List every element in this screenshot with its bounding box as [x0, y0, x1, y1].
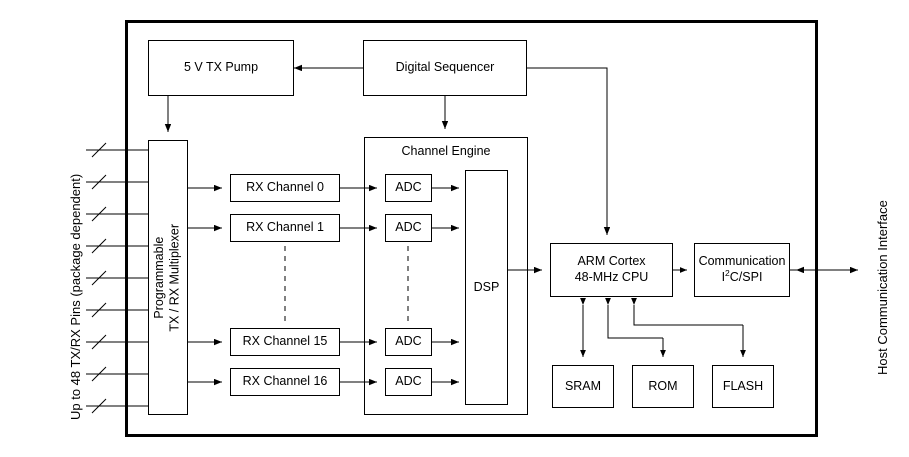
block-programmable-mux-label-line2: TX / RX Multiplexer	[168, 223, 182, 332]
block-adc-3-label: ADC	[395, 374, 422, 389]
block-adc-2-label: ADC	[395, 334, 422, 349]
block-adc-3[interactable]: ADC	[385, 368, 432, 396]
block-rom[interactable]: ROM	[632, 365, 694, 408]
block-flash[interactable]: FLASH	[712, 365, 774, 408]
block-rx-channel-1-label: RX Channel 1	[246, 220, 324, 235]
conn-cpu-to-flash-up	[631, 298, 743, 326]
block-digital-sequencer[interactable]: Digital Sequencer	[363, 40, 527, 96]
block-rx-channel-15[interactable]: RX Channel 15	[230, 328, 340, 356]
comm-protocol-i: I	[721, 270, 726, 284]
tx-rx-pin-lines	[86, 142, 148, 414]
block-arm-cortex-cpu-label-line2: 48-MHz CPU	[574, 270, 649, 284]
block-adc-0-label: ADC	[395, 180, 422, 195]
block-programmable-mux-label-line1: Programmable	[152, 236, 167, 319]
group-channel-engine-label: Channel Engine	[401, 144, 491, 158]
conn-cpu-to-rom-up	[605, 298, 663, 339]
chip-boundary	[125, 20, 818, 437]
block-adc-1[interactable]: ADC	[385, 214, 432, 242]
block-digital-sequencer-label: Digital Sequencer	[395, 60, 495, 75]
group-channel-engine	[364, 137, 528, 415]
block-tx-pump-label: 5 V TX Pump	[183, 60, 259, 75]
block-programmable-mux[interactable]: Programmable TX / RX Multiplexer	[148, 140, 188, 415]
block-adc-2[interactable]: ADC	[385, 328, 432, 356]
block-rx-channel-0[interactable]: RX Channel 0	[230, 174, 340, 202]
block-rx-channel-16-label: RX Channel 16	[242, 374, 328, 389]
host-communication-interface-label: Host Communication Interface	[875, 200, 890, 375]
block-adc-1-label: ADC	[395, 220, 422, 235]
block-flash-label: FLASH	[722, 378, 764, 393]
block-rx-channel-1[interactable]: RX Channel 1	[230, 214, 340, 242]
block-tx-pump[interactable]: 5 V TX Pump	[148, 40, 294, 96]
comm-protocol-rest: C/SPI	[729, 270, 763, 284]
block-sram-label: SRAM	[564, 378, 602, 393]
block-rx-channel-15-label: RX Channel 15	[242, 334, 328, 349]
block-adc-0[interactable]: ADC	[385, 174, 432, 202]
block-dsp-label: DSP	[473, 279, 500, 294]
block-rom-label: ROM	[648, 378, 678, 393]
block-communication-label-line2: I2C/SPI	[721, 267, 763, 286]
tx-rx-pins-label: Up to 48 TX/RX Pins (package dependent)	[68, 173, 83, 420]
block-sram[interactable]: SRAM	[552, 365, 614, 408]
block-arm-cortex-cpu-label-line1: ARM Cortex	[577, 254, 646, 269]
block-communication-interface[interactable]: Communication I2C/SPI	[694, 243, 790, 297]
block-programmable-mux-label: Programmable TX / RX Multiplexer	[152, 224, 183, 332]
block-rx-channel-0-label: RX Channel 0	[246, 180, 324, 195]
block-communication-label-line1: Communication	[698, 254, 786, 269]
comm-protocol-superscript: 2	[725, 267, 730, 278]
block-dsp[interactable]: DSP	[465, 170, 508, 405]
block-rx-channel-16[interactable]: RX Channel 16	[230, 368, 340, 396]
block-arm-cortex-cpu[interactable]: ARM Cortex 48-MHz CPU	[550, 243, 673, 297]
conn-sequencer-to-cpu	[527, 67, 611, 235]
